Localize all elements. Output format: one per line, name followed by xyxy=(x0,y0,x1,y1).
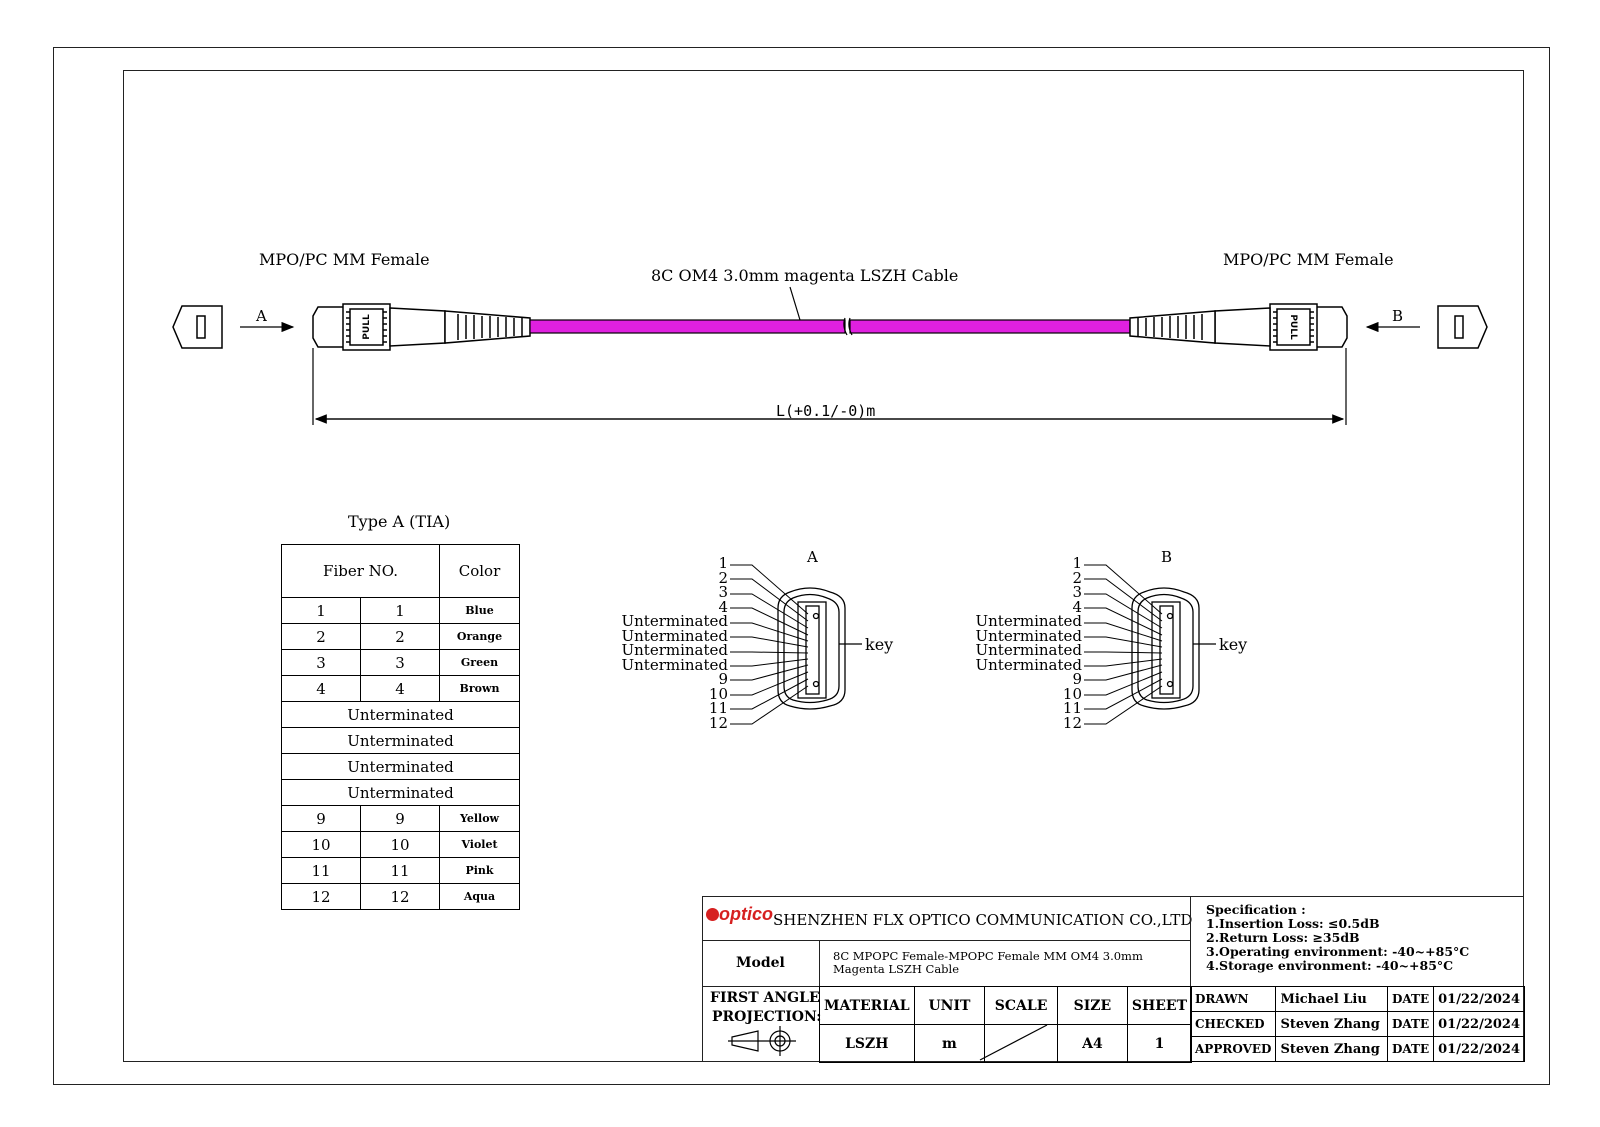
length-dimension-label: L(+0.1/-0)m xyxy=(776,402,876,420)
projection-symbol xyxy=(728,1026,796,1056)
model-label: Model xyxy=(736,955,785,971)
logo-text: optico xyxy=(719,904,773,924)
material-header: MATERIAL xyxy=(819,986,915,1025)
spec-line: 4.Storage environment: -40~+85°C xyxy=(1206,958,1454,973)
pinout-b-title: B xyxy=(1161,548,1173,566)
fiber-no-header: Fiber NO. xyxy=(281,544,440,598)
company-logo: optico xyxy=(706,904,773,925)
pin-label: Unterminated xyxy=(621,626,728,645)
material-value: LSZH xyxy=(819,1024,915,1063)
spec-title: Specification : xyxy=(1206,902,1306,917)
cable-label: 8C OM4 3.0mm magenta LSZH Cable xyxy=(651,266,959,285)
table-row: Unterminated xyxy=(281,753,520,780)
pin-label: 11 xyxy=(708,699,728,717)
pinout-a-body xyxy=(777,587,862,710)
pin-label: 2 xyxy=(1072,568,1082,587)
scale-value xyxy=(984,1024,1058,1063)
pinout-a-labels: 1 2 3 4 Unterminated Unterminated Unterm… xyxy=(568,556,728,730)
table-row: APPROVED Steven Zhang DATE 01/22/2024 xyxy=(1189,1036,1525,1062)
pin-label: Unterminated xyxy=(621,655,728,674)
table-row: Unterminated xyxy=(281,779,520,806)
pinout-a-key-label: key xyxy=(865,635,894,654)
pin-label: 10 xyxy=(708,684,728,703)
end-b-label: B xyxy=(1392,307,1404,325)
pin-label: 12 xyxy=(1062,713,1082,732)
outer-border xyxy=(53,47,1550,1085)
property-table: MATERIAL UNIT SCALE SIZE SHEET LSZH m A4… xyxy=(819,986,1193,1063)
end-a-label: A xyxy=(256,307,267,325)
left-connector xyxy=(312,303,531,351)
model-value-line2: Magenta LSZH Cable xyxy=(833,962,960,976)
spec-line: 3.Operating environment: -40~+85°C xyxy=(1206,944,1470,959)
pin-label: 4 xyxy=(1072,597,1082,616)
pin-label: 1 xyxy=(1072,554,1082,572)
fiber-table-title: Type A (TIA) xyxy=(348,512,451,531)
pin-label: 3 xyxy=(718,583,728,601)
pinout-b-key-label: key xyxy=(1219,635,1248,654)
pin-label: 11 xyxy=(1062,699,1082,717)
signoff-table: DRAWN Michael Liu DATE 01/22/2024 CHECKE… xyxy=(1189,986,1525,1062)
left-pull-text: PULL xyxy=(362,314,372,340)
table-row: Unterminated xyxy=(281,727,520,754)
pinout-b-leaders xyxy=(1084,564,1163,725)
pin-label: 2 xyxy=(718,568,728,587)
unit-value: m xyxy=(913,1024,986,1063)
pinout-b-body xyxy=(1131,587,1216,710)
pinout-b-labels: 1 2 3 4 Unterminated Unterminated Unterm… xyxy=(922,556,1082,730)
pinout-a-title: A xyxy=(807,548,818,566)
model-value-line1: 8C MPOPC Female-MPOPC Female MM OM4 3.0m… xyxy=(833,949,1143,963)
company-name: SHENZHEN FLX OPTICO COMMUNICATION CO.,LT… xyxy=(773,911,1193,929)
pin-label: Unterminated xyxy=(975,641,1082,659)
left-end-face xyxy=(172,305,223,349)
pin-label: 1 xyxy=(718,554,728,572)
pin-label: 10 xyxy=(1062,684,1082,703)
sheet-header: SHEET xyxy=(1126,986,1193,1025)
pin-label: Unterminated xyxy=(621,641,728,659)
scale-header: SCALE xyxy=(984,986,1058,1025)
pin-label: 9 xyxy=(1072,670,1082,688)
color-header: Color xyxy=(439,544,520,598)
pin-label: 12 xyxy=(708,713,728,732)
right-connector-label: MPO/PC MM Female xyxy=(1223,250,1394,269)
right-pull-text: PULL xyxy=(1288,314,1298,340)
length-dimension xyxy=(312,348,1347,425)
pin-label: Unterminated xyxy=(975,626,1082,645)
pinout-a-leaders xyxy=(730,564,809,725)
right-end-face xyxy=(1437,305,1488,349)
left-connector-label: MPO/PC MM Female xyxy=(259,250,430,269)
pin-label: 3 xyxy=(1072,583,1082,601)
table-row: CHECKED Steven Zhang DATE 01/22/2024 xyxy=(1189,1011,1525,1037)
table-row: Unterminated xyxy=(281,701,520,728)
size-value: A4 xyxy=(1056,1024,1128,1063)
cable xyxy=(529,286,1131,336)
spec-line: 2.Return Loss: ≥35dB xyxy=(1206,930,1360,945)
pin-label: 9 xyxy=(718,670,728,688)
specification: Specification : 1.Insertion Loss: ≤0.5dB… xyxy=(1206,903,1469,973)
unit-header: UNIT xyxy=(913,986,986,1025)
size-header: SIZE xyxy=(1056,986,1128,1025)
pin-label: 4 xyxy=(718,597,728,616)
pin-label: Unterminated xyxy=(975,655,1082,674)
pin-label: Unterminated xyxy=(975,612,1082,630)
projection-line2: PROJECTION: xyxy=(712,1009,822,1025)
spec-line: 1.Insertion Loss: ≤0.5dB xyxy=(1206,916,1380,931)
right-connector xyxy=(1129,303,1348,351)
sheet-value: 1 xyxy=(1126,1024,1193,1063)
pin-label: Unterminated xyxy=(621,612,728,630)
table-row: DRAWN Michael Liu DATE 01/22/2024 xyxy=(1189,986,1525,1012)
projection-line1: FIRST ANGLE xyxy=(710,990,820,1006)
